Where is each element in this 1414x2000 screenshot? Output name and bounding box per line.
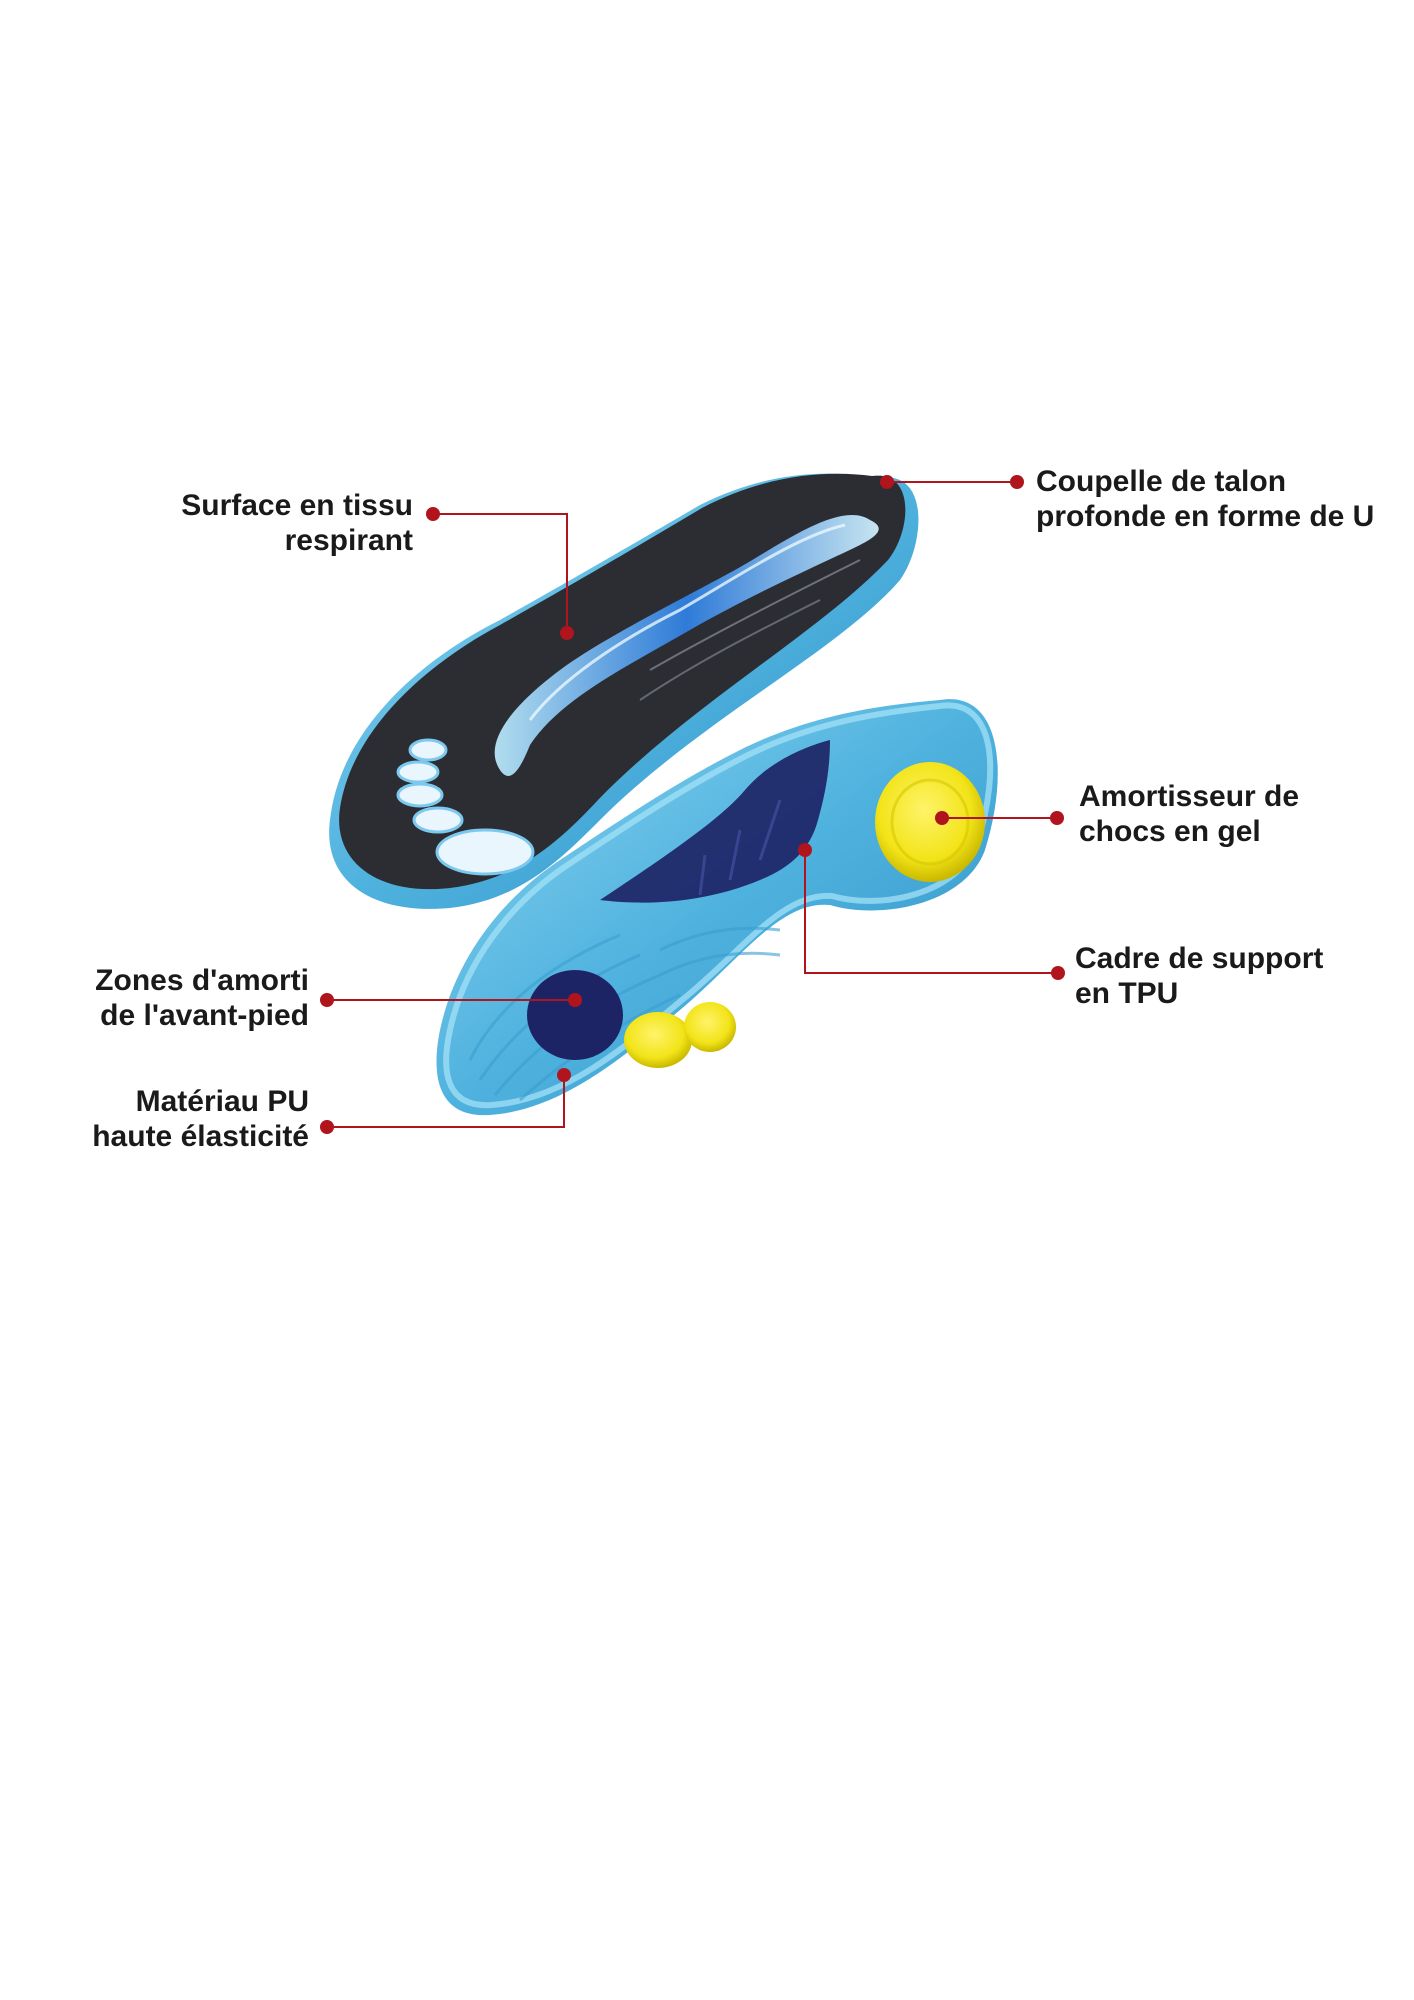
callout-line: de l'avant-pied [100,999,309,1032]
callout-tpu-frame: Cadre de support en TPU [1075,941,1323,1011]
forefoot-gel-pad [624,1012,692,1068]
callout-line: chocs en gel [1079,815,1261,848]
dot-gel-shock-target [935,811,949,825]
leader-fabric-surface [433,513,568,633]
callout-pu-material: Matériau PU haute élasticité [92,1084,309,1154]
callout-line: Zones d'amorti [95,964,309,997]
callout-gel-shock: Amortisseur de chocs en gel [1079,779,1299,849]
toe-pad [396,760,440,784]
arch-swoosh-line [528,523,846,721]
callout-line: respirant [284,524,413,557]
dot-gel-shock-label [1050,811,1064,825]
callout-line: Matériau PU [135,1085,309,1118]
callout-heel-cup: Coupelle de talon profonde en forme de U [1036,464,1374,534]
callout-fabric-surface: Surface en tissu respirant [181,488,413,558]
callout-line: haute élasticité [92,1120,309,1153]
bottom-insole [436,699,998,1116]
dot-fabric-surface-label [426,507,440,521]
callout-line: profonde en forme de U [1036,500,1375,533]
dot-heel-cup-label [1010,475,1024,489]
toe-pad [408,738,448,762]
dot-heel-cup-target [880,475,894,489]
dot-tpu-frame-target [798,843,812,857]
arch-swoosh [494,515,879,776]
heel-gel-ring [890,778,970,866]
callout-line: Cadre de support [1075,942,1324,975]
tpu-arch-plate-ribs [698,799,782,896]
leader-dots [320,475,1065,1134]
callout-line: Surface en tissu [181,489,413,522]
callout-line: Amortisseur de [1079,780,1300,813]
dot-pu-material-label [320,1120,334,1134]
forefoot-gel-pad [684,1002,736,1052]
callout-line: Coupelle de talon [1036,465,1287,498]
leader-tpu-frame [804,850,1058,974]
dot-tpu-frame-label [1051,966,1065,980]
dot-forefoot-zones-target [568,993,582,1007]
callout-line: en TPU [1075,977,1179,1010]
dot-fabric-surface-target [560,626,574,640]
forefoot-navy-pad [527,970,623,1060]
tpu-arch-plate [600,740,830,903]
callout-forefoot-zones: Zones d'amorti de l'avant-pied [95,963,309,1033]
toe-pad [396,782,444,808]
dot-pu-material-target [557,1068,571,1082]
arch-swoosh-line [639,599,821,701]
toe-pad [435,828,535,876]
toe-pad [412,806,464,834]
top-insole [329,473,919,909]
arch-swoosh-line [649,559,861,671]
leader-lines [327,481,1058,1128]
leader-pu-material [327,1075,565,1128]
dot-forefoot-zones-label [320,993,334,1007]
